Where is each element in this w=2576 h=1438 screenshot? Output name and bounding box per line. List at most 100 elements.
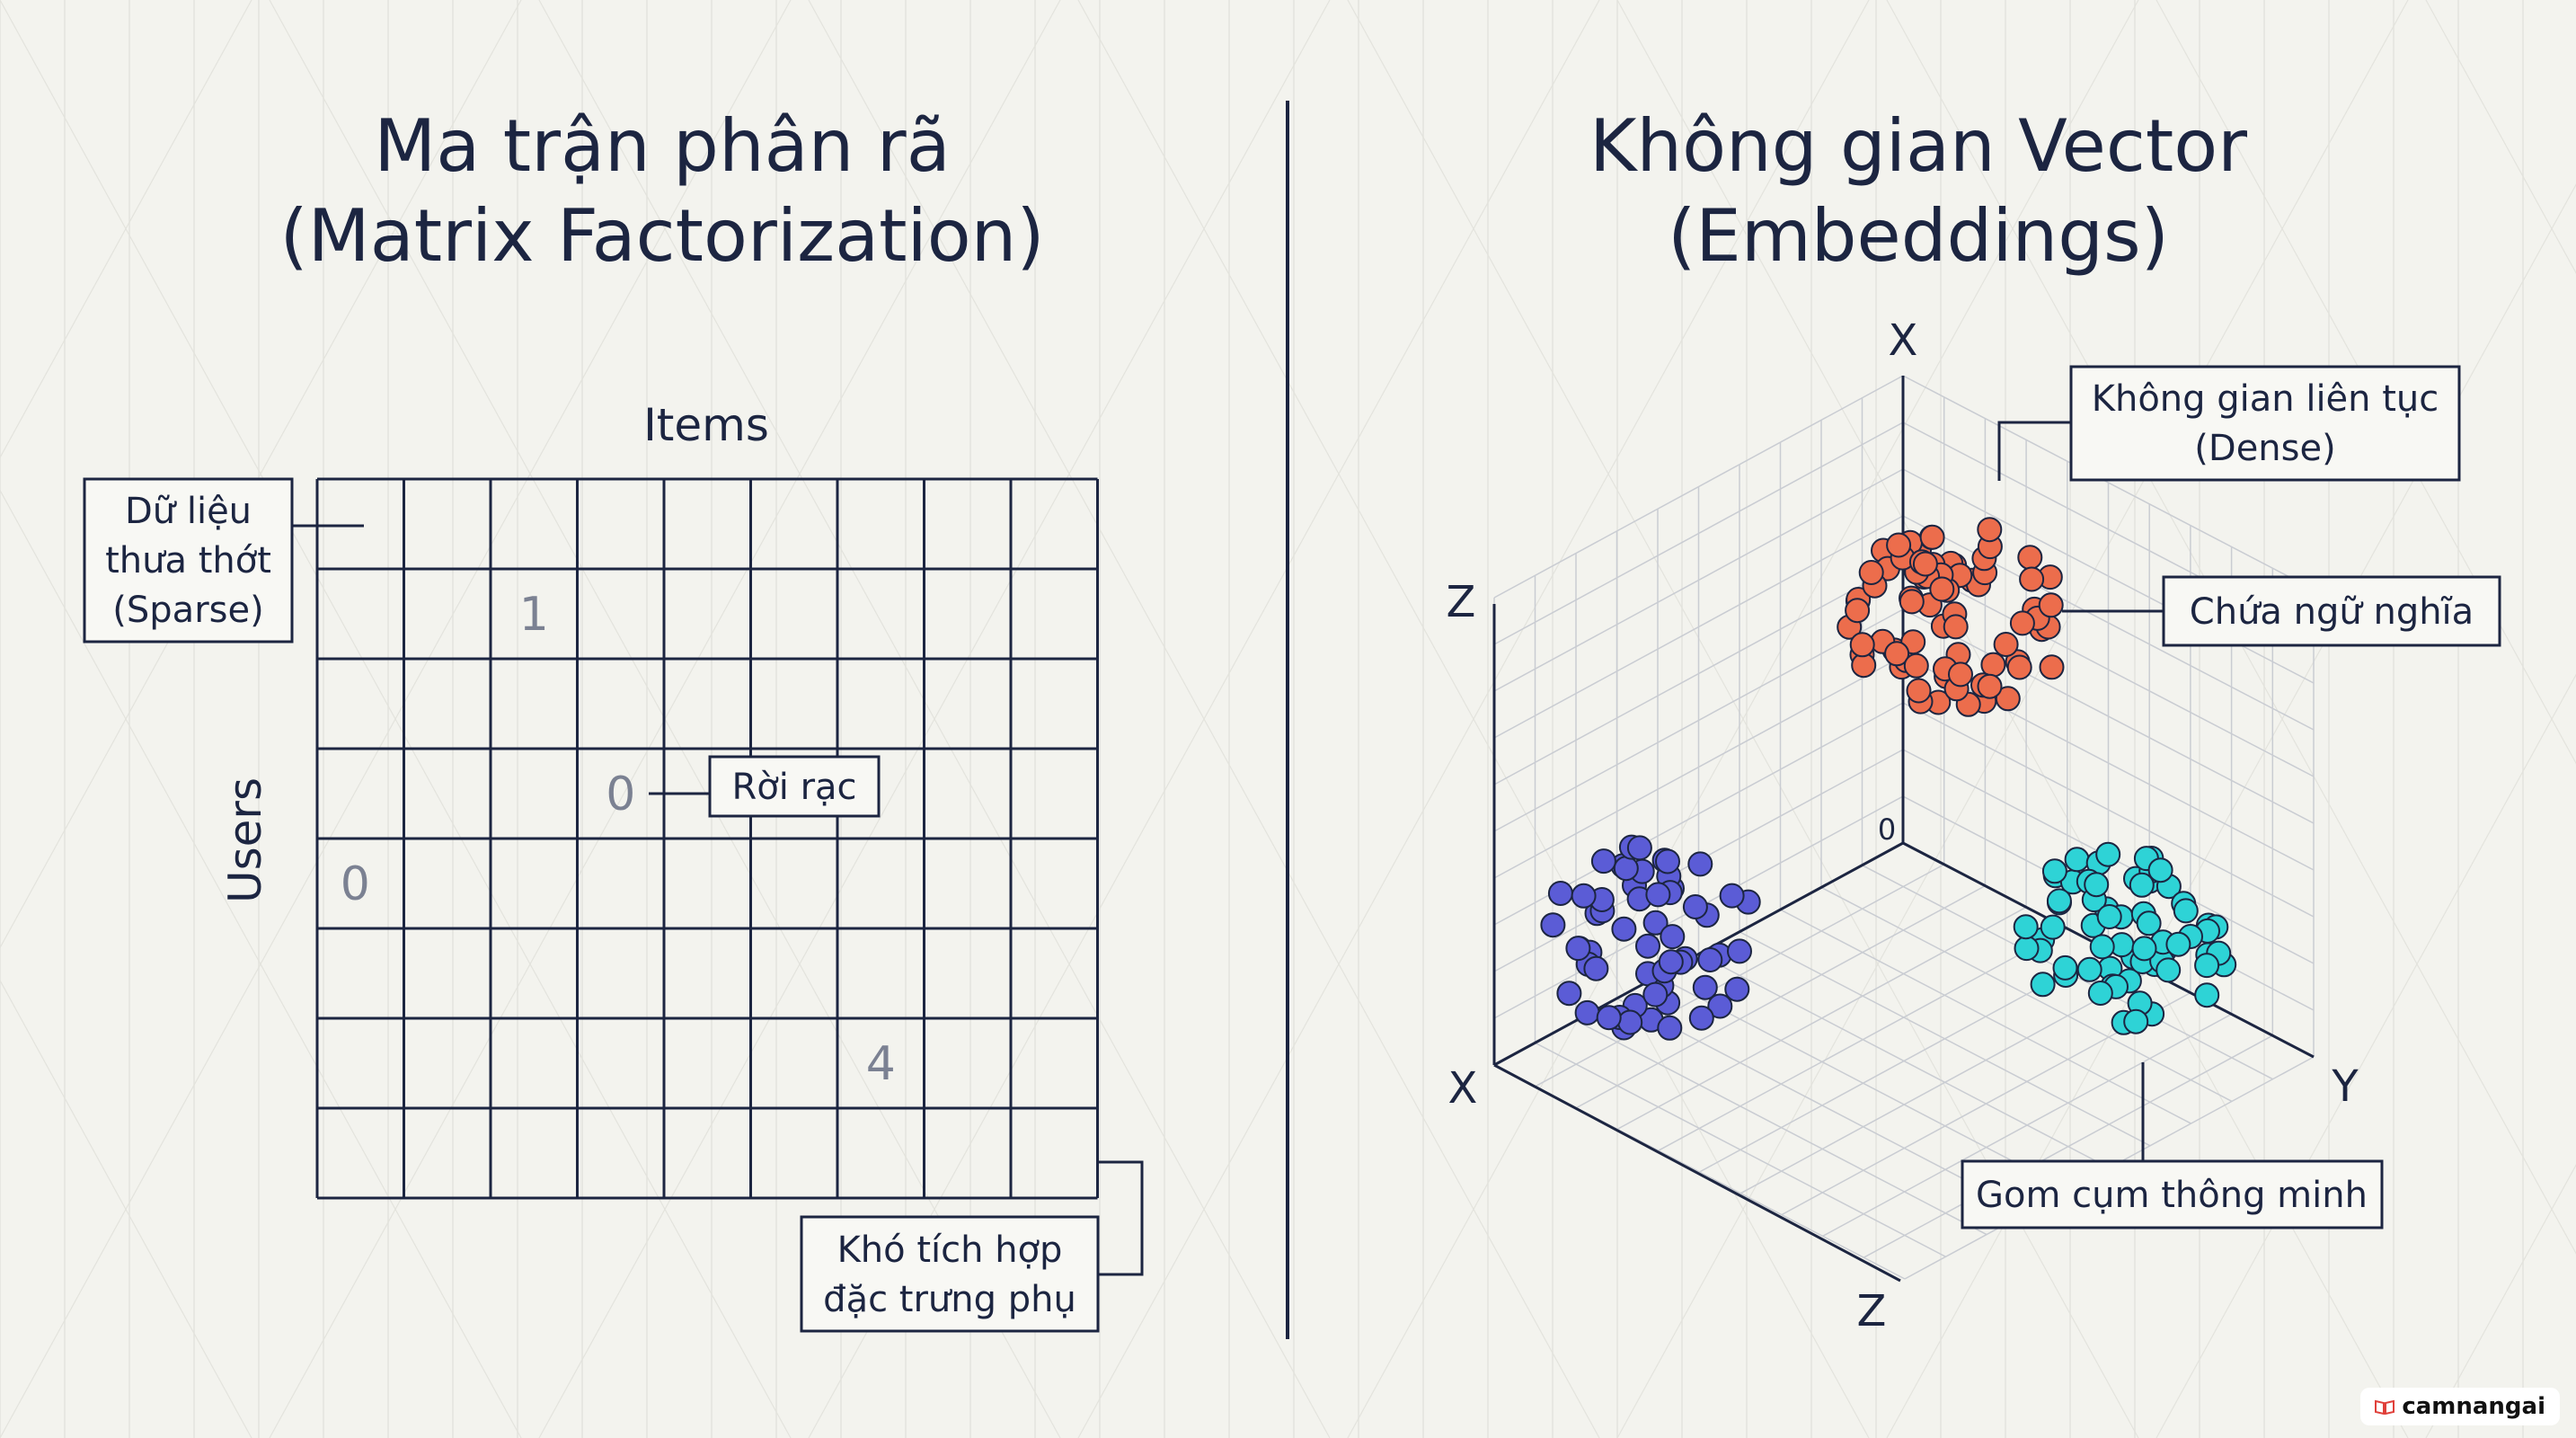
matrix-cell-value: 0 (606, 768, 635, 821)
cluster-point (1912, 551, 1938, 577)
embedding-space-panel: Không gian Vector (Embeddings) X Z X Y Z… (1447, 104, 2501, 1336)
bg-diagonal-line (2425, 1164, 2576, 1438)
axis-label-bottom: Z (1857, 1286, 1887, 1336)
hard-features-line2: đặc trưng phụ (823, 1279, 1076, 1320)
watermark-text: camnangai (2402, 1393, 2545, 1420)
bg-diagonal-line (0, 0, 522, 949)
dense-callout-box (2069, 365, 2461, 482)
space-grid-line (1902, 562, 2315, 777)
cluster-point (1556, 981, 1582, 1007)
sparse-callout-line3: (Sparse) (112, 590, 263, 631)
embedding-axes (1492, 376, 2315, 1283)
cluster-point (1948, 661, 1973, 688)
cluster-point (1642, 981, 1669, 1007)
cluster-point (1565, 936, 1591, 962)
space-grid-line (1575, 1019, 1987, 1236)
cluster-point (2194, 982, 2220, 1008)
hard-features-line1: Khó tích hợp (837, 1229, 1063, 1271)
cluster-point (1697, 947, 1723, 972)
cluster-orange (1837, 517, 2065, 717)
right-title-line2: (Embeddings) (1668, 194, 2169, 278)
semantic-callout-text: Chứa ngữ nghĩa (2190, 591, 2474, 633)
cluster-point (1977, 517, 2003, 543)
cluster-point (1919, 524, 1945, 550)
space-grid-line (1902, 375, 2315, 590)
bg-diagonal-line (1347, 0, 2139, 1438)
cluster-point (1617, 1009, 1643, 1035)
sparse-callout-line1: Dữ liệu (125, 491, 252, 532)
cluster-point (1596, 1005, 1622, 1031)
cluster-point (1687, 851, 1713, 877)
space-grid-line (1902, 515, 2315, 731)
cluster-point (1943, 614, 1969, 640)
cluster-point (2136, 910, 2162, 936)
embedding-clusters (1540, 517, 2237, 1041)
axis-label-right: Y (2331, 1061, 2359, 1112)
space-grid-line (1493, 422, 1904, 645)
bg-diagonal-line (0, 0, 252, 459)
cluster-point (1547, 881, 1573, 906)
cluster-point (1574, 999, 1600, 1025)
space-grid-line (1493, 562, 1904, 786)
cluster-point (2076, 956, 2102, 982)
left-title-line2: (Matrix Factorization) (279, 194, 1044, 278)
cluster-point (1899, 589, 1925, 615)
matrix-cell-value: 0 (341, 857, 370, 911)
cluster-point (2131, 936, 2157, 962)
cluster-point (2165, 931, 2191, 957)
bg-diagonal-line (2425, 0, 2576, 274)
cluster-cyan (2013, 841, 2237, 1035)
cluster-point (2095, 841, 2121, 867)
cluster-point (1858, 560, 1884, 585)
cluster-point (1993, 632, 2019, 657)
cluster-point (1611, 916, 1637, 942)
sparse-callout-box (83, 477, 294, 644)
cluster-point (2129, 872, 2155, 898)
axis-bottom (1493, 1063, 1901, 1283)
cluster-point (2194, 953, 2220, 979)
semantic-callout-box (2162, 575, 2501, 647)
cluster-point (1903, 652, 1929, 679)
origin-label: 0 (1878, 812, 1896, 847)
clustering-callout-text: Gom cụm thông minh (1976, 1175, 2368, 1216)
book-icon (2375, 1399, 2395, 1415)
space-grid-line (1535, 1042, 1946, 1257)
cluster-point (1590, 848, 1616, 874)
cluster-point (2147, 857, 2173, 883)
cluster-point (2064, 847, 2090, 873)
matrix-cell-value: 1 (519, 588, 549, 642)
axis-left (1493, 841, 1904, 1067)
space-grid-line (1902, 468, 2315, 684)
cluster-point (2030, 972, 2056, 998)
cluster-point (2041, 858, 2067, 884)
cluster-point (1724, 976, 1750, 1002)
right-title-line1: Không gian Vector (1589, 104, 2247, 188)
left-title-line1: Ma trận phân rã (374, 104, 950, 188)
cluster-point (2014, 936, 2040, 962)
cluster-blue (1540, 834, 1761, 1041)
cluster-point (2019, 566, 2045, 592)
cluster-point (1849, 632, 1875, 658)
matrix-factorization-panel: Ma trận phân rã (Matrix Factorization) I… (83, 104, 1144, 1333)
cluster-point (1845, 598, 1871, 624)
cluster-point (1645, 882, 1671, 908)
bg-diagonal-line (1077, 0, 1870, 1438)
space-grid-line (1616, 998, 2028, 1213)
cluster-point (2052, 954, 2078, 981)
cluster-point (2009, 610, 2035, 636)
dense-connector (1997, 421, 2071, 481)
space-grid-line (1493, 375, 1904, 599)
cluster-point (1655, 848, 1680, 874)
cluster-point (1682, 894, 1708, 919)
clustering-callout-box (1961, 1159, 2384, 1229)
cluster-point (2089, 934, 2115, 960)
cluster-point (1540, 912, 1566, 938)
sparse-callout-line2: thưa thớt (105, 540, 271, 581)
space-grid-line (1863, 1034, 2273, 1258)
hard-features-callout-box (800, 1215, 1100, 1333)
cluster-point (1929, 576, 1955, 602)
axis-label-upper-left: Z (1447, 577, 1476, 627)
cluster-point (1658, 949, 1684, 975)
cluster-point (2017, 545, 2043, 571)
